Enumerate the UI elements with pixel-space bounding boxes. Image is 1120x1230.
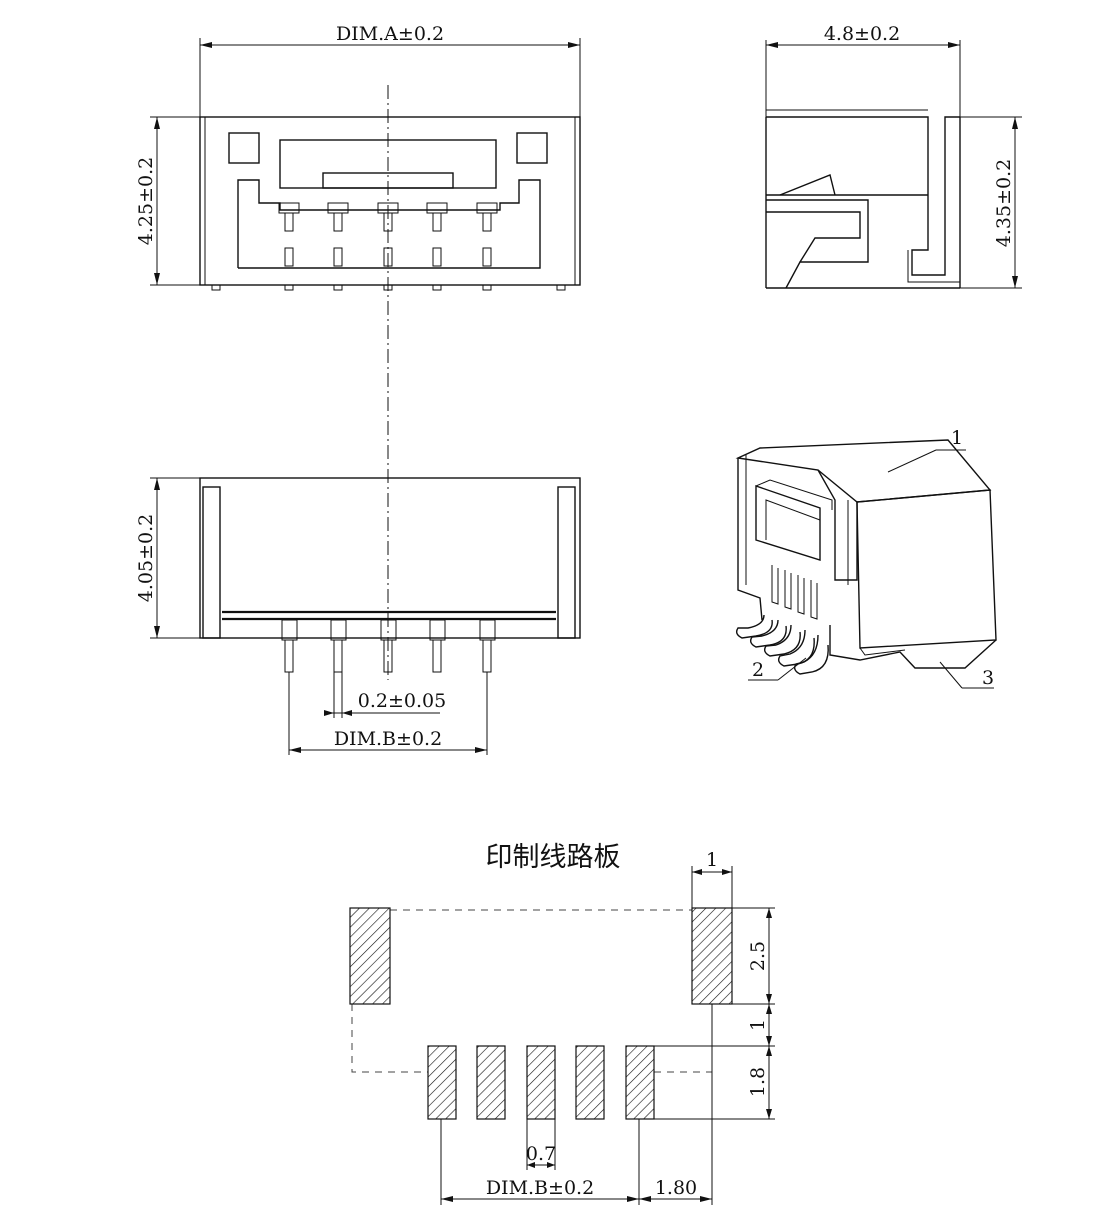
callout-1: 1 <box>951 427 963 449</box>
mount-pad-height-label: 2.5 <box>747 941 769 971</box>
latch-window-left <box>228 132 260 164</box>
pcb-layout: 印制线路板 1 <box>349 842 775 1205</box>
callout-3: 3 <box>982 667 994 689</box>
bottom-height-label: 4.05±0.2 <box>135 514 157 602</box>
latch-window-right <box>516 132 548 164</box>
front-body <box>199 116 581 286</box>
isometric-view: 1 2 3 <box>735 427 997 689</box>
bottom-dim-b-label: DIM.B±0.2 <box>334 728 442 750</box>
pcb-dim-b-label: DIM.B±0.2 <box>486 1177 594 1199</box>
mount-pad-right <box>691 907 733 1005</box>
pcb-offset-label: 1.80 <box>655 1177 697 1199</box>
front-view: DIM.A±0.2 4.25±0.2 <box>135 23 581 291</box>
side-height-label: 4.35±0.2 <box>993 159 1015 247</box>
side-depth-label: 4.8±0.2 <box>824 23 900 45</box>
pcb-title: 印制线路板 <box>486 842 621 873</box>
mount-pad-left <box>349 907 391 1005</box>
signal-pad-width-label: 0.7 <box>526 1143 556 1165</box>
gap-label: 1 <box>747 1019 769 1031</box>
dim-a-label: DIM.A±0.2 <box>336 23 444 45</box>
side-view: 4.8±0.2 4.35±0.2 <box>765 23 1022 289</box>
pad-width-label: 1 <box>706 849 718 871</box>
signal-pads <box>427 1045 655 1120</box>
front-height-label: 4.25±0.2 <box>135 157 157 245</box>
bottom-pins <box>281 619 496 673</box>
pin-width-label: 0.2±0.05 <box>358 690 446 712</box>
signal-pad-height-label: 1.8 <box>747 1067 769 1097</box>
callout-2: 2 <box>752 659 764 681</box>
bottom-view: 4.05±0.2 0.2±0.05 DIM.B±0.2 <box>135 477 581 755</box>
bottom-body <box>199 477 581 639</box>
